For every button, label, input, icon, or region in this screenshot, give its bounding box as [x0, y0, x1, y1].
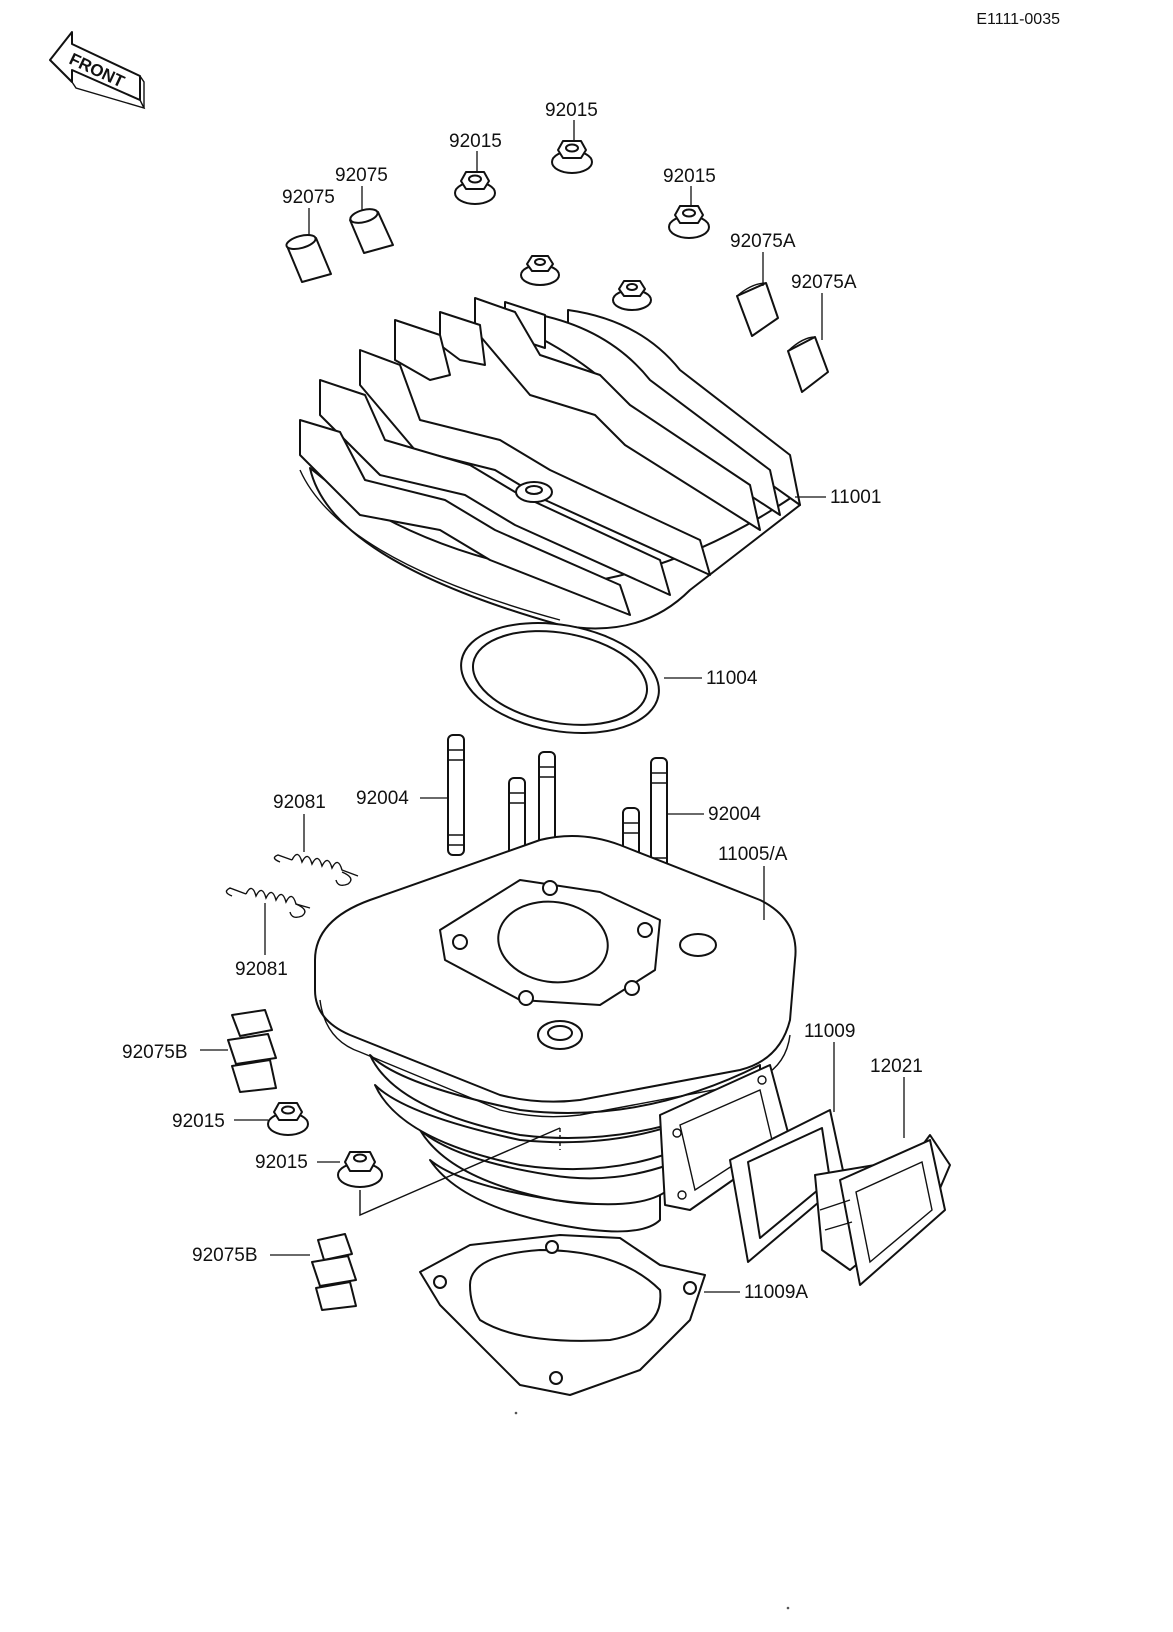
label-head-gasket: 11004 — [706, 668, 758, 689]
stud-bolt-1-icon — [447, 734, 465, 856]
label-damper-lower: 92075B — [192, 1245, 258, 1266]
reed-valve-icon — [814, 1134, 951, 1286]
rubber-damper-upper-icon — [227, 1009, 277, 1093]
label-reed-gasket: 11009 — [804, 1021, 855, 1042]
flange-nut-lower-1-icon — [267, 1102, 309, 1136]
reed-gasket-icon — [729, 1109, 846, 1263]
flange-nut-head-left-icon — [520, 255, 560, 286]
reference-code: E1111-0035 — [976, 11, 1060, 28]
flange-nut-head-right-icon — [612, 280, 652, 311]
flange-nut-top-center-icon — [551, 140, 593, 174]
label-cylinder-head: 11001 — [830, 487, 881, 508]
base-gasket-icon — [419, 1234, 706, 1396]
label-stud-right: 92004 — [708, 804, 761, 825]
flange-nut-lower-2-icon — [337, 1151, 383, 1188]
rubber-damper-lower-icon — [311, 1233, 357, 1311]
label-spring-upper: 92081 — [273, 792, 326, 813]
label-reed-valve: 12021 — [870, 1056, 923, 1077]
label-cap-right-lower: 92075A — [791, 272, 857, 293]
front-arrow-icon: FRONT — [49, 31, 146, 110]
label-nut-top-left: 92015 — [449, 131, 502, 152]
label-nut-top-right: 92015 — [663, 166, 716, 187]
label-cylinder: 11005/A — [718, 844, 788, 865]
label-cap-left-upper: 92075 — [335, 165, 388, 186]
cylinder-head-icon — [299, 297, 801, 630]
rubber-cap-left-lower-icon — [285, 234, 332, 283]
label-damper-upper: 92075B — [122, 1042, 188, 1063]
label-base-gasket: 11009A — [744, 1282, 808, 1303]
rubber-cap-left-upper-icon — [349, 208, 394, 254]
label-nut-lower-1: 92015 — [172, 1111, 225, 1132]
label-cap-right-upper: 92075A — [730, 231, 796, 252]
spring-lower-icon — [225, 887, 311, 919]
flange-nut-top-left-icon — [454, 171, 496, 205]
label-spring-lower: 92081 — [235, 959, 288, 980]
label-stud-left: 92004 — [356, 788, 409, 809]
head-gasket-icon — [460, 621, 660, 735]
rubber-cap-right-lower-icon — [787, 336, 829, 393]
flange-nut-top-right-icon — [668, 205, 710, 239]
label-nut-lower-2: 92015 — [255, 1152, 308, 1173]
label-nut-top-center: 92015 — [545, 100, 598, 121]
cylinder-icon — [314, 835, 797, 1233]
spring-upper-icon — [273, 853, 359, 887]
rubber-cap-right-upper-icon — [736, 282, 779, 337]
label-cap-left-lower: 92075 — [282, 187, 335, 208]
stud-bolt-5-icon — [650, 757, 668, 879]
